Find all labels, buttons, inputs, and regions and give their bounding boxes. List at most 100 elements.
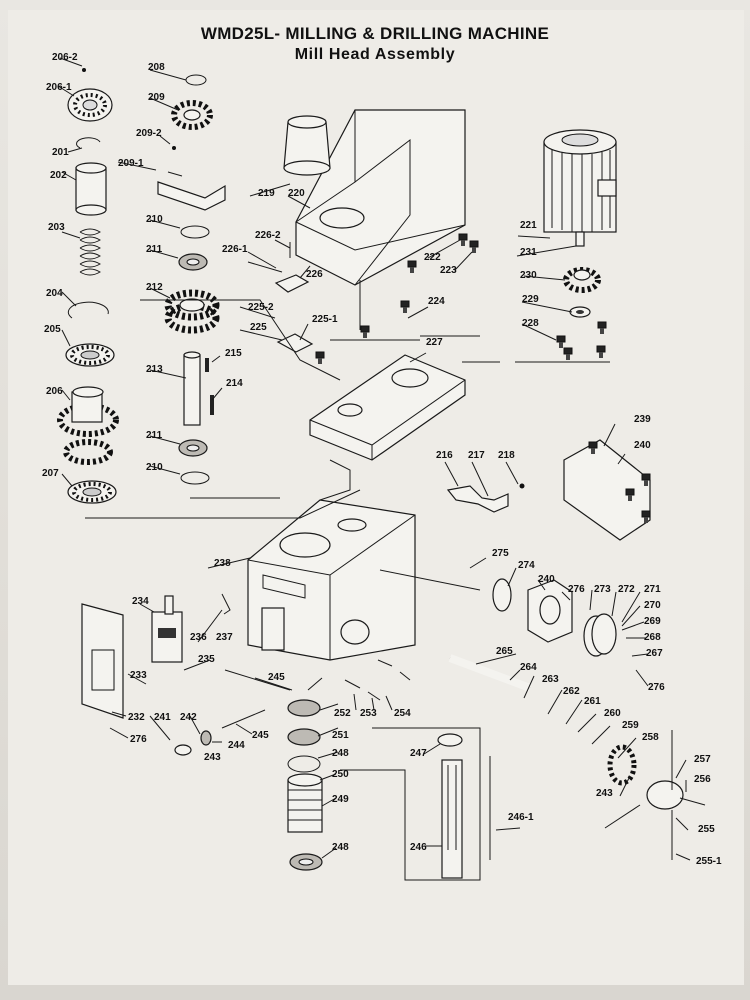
part-label: 216: [436, 450, 453, 461]
part-label: 252: [334, 708, 351, 719]
part-label: 269: [644, 616, 661, 627]
hub-272-icon: [583, 613, 617, 657]
bearing-248-icon: [289, 853, 323, 871]
washer-247-icon: [437, 733, 463, 747]
part-label: 240: [538, 574, 555, 585]
part-label: 229: [522, 294, 539, 305]
part-label: 248: [332, 748, 349, 759]
bearing-206-icon: [67, 68, 113, 122]
part-label: 253: [360, 708, 377, 719]
hub-256-icon: [604, 730, 706, 860]
motor-gear-230-icon: [563, 267, 601, 293]
part-label: 246-1: [508, 812, 534, 823]
part-label: 257: [694, 754, 711, 765]
part-label: 230: [520, 270, 537, 281]
part-label: 276: [130, 734, 147, 745]
part-label: 202: [50, 170, 67, 181]
part-label: 233: [130, 670, 147, 681]
part-label: 255: [698, 824, 715, 835]
part-label: 243: [204, 752, 221, 763]
part-label: 221: [520, 220, 537, 231]
part-label: 268: [644, 632, 661, 643]
head-cover-220-icon: [295, 109, 466, 286]
page-subtitle: Mill Head Assembly: [294, 46, 456, 63]
part-label: 243: [596, 788, 613, 799]
part-label: 223: [440, 265, 457, 276]
plate-225-icon: [276, 333, 314, 353]
part-label: 211: [146, 244, 163, 255]
base-plate-227-icon: [309, 354, 466, 461]
part-label: 245: [252, 730, 269, 741]
part-label: 247: [410, 748, 427, 759]
part-labels: 206-2 206-1 208 209 201 209-2 209-1 202 …: [42, 52, 722, 867]
part-label: 239: [634, 414, 651, 425]
part-label: 276: [568, 584, 585, 595]
part-label: 209: [148, 92, 165, 103]
part-label: 265: [496, 646, 513, 657]
part-label: 238: [214, 558, 231, 569]
part-label: 220: [288, 188, 305, 199]
part-label: 260: [604, 708, 621, 719]
bracket-209-1-icon: [157, 146, 226, 211]
part-label: 271: [644, 584, 661, 595]
part-label: 272: [618, 584, 635, 595]
part-label: 246: [410, 842, 427, 853]
part-label: 250: [332, 769, 349, 780]
part-label: 261: [584, 696, 601, 707]
page-title: WMD25L- MILLING & DRILLING MACHINE: [200, 24, 550, 43]
part-label: 225-1: [312, 314, 338, 325]
part-label: 232: [128, 712, 145, 723]
front-panel-232-icon: [81, 603, 124, 719]
leader-lines: [57, 57, 691, 881]
part-label: 209-1: [118, 158, 144, 169]
part-label: 219: [258, 188, 275, 199]
part-label: 256: [694, 774, 711, 785]
washer-229-icon: [569, 306, 591, 318]
part-label: 209-2: [136, 128, 162, 139]
part-label: 203: [48, 222, 65, 233]
circlip-210b-icon: [180, 471, 210, 485]
part-label: 262: [563, 686, 580, 697]
part-label: 235: [198, 654, 215, 665]
part-label: 263: [542, 674, 559, 685]
ball-bearing-207-icon: [66, 479, 118, 505]
part-label: 210: [146, 462, 163, 473]
cover-plate-239-icon: [563, 439, 651, 541]
part-label: 270: [644, 600, 661, 611]
motor-icon: [543, 129, 617, 247]
part-label: 258: [642, 732, 659, 743]
shaft-213-icon: [183, 351, 214, 426]
part-label: 255-1: [696, 856, 722, 867]
part-label: 206: [46, 386, 63, 397]
part-label: 215: [225, 348, 242, 359]
part-label: 244: [228, 740, 245, 751]
part-label: 240: [634, 440, 651, 451]
part-label: 234: [132, 596, 149, 607]
pinion-shaft-245-icon: [174, 709, 266, 756]
part-label: 225-2: [248, 302, 274, 313]
part-label: 201: [52, 147, 69, 158]
sleeve-202-icon: [75, 162, 107, 216]
part-label: 210: [146, 214, 163, 225]
ball-bearing-205-icon: [64, 342, 116, 368]
part-label: 222: [424, 252, 441, 263]
gear-212-icon: [164, 289, 220, 334]
circlip-208-icon: [185, 74, 207, 86]
part-label: 213: [146, 364, 163, 375]
part-label: 264: [520, 662, 537, 673]
motor-bolts-228-icon: [556, 321, 607, 361]
part-label: 275: [492, 548, 509, 559]
circlip-204-icon: [67, 301, 109, 319]
part-label: 206-1: [46, 82, 72, 93]
part-label: 225: [250, 322, 267, 333]
part-label: 214: [226, 378, 243, 389]
circlip-201-icon: [76, 137, 101, 149]
part-label: 251: [332, 730, 349, 741]
part-label: 236: [190, 632, 207, 643]
part-label: 224: [428, 296, 445, 307]
part-label: 226: [306, 269, 323, 280]
part-label: 276: [648, 682, 665, 693]
part-label: 226-1: [222, 244, 248, 255]
digital-readout-234-icon: [151, 595, 183, 663]
part-label: 217: [468, 450, 485, 461]
